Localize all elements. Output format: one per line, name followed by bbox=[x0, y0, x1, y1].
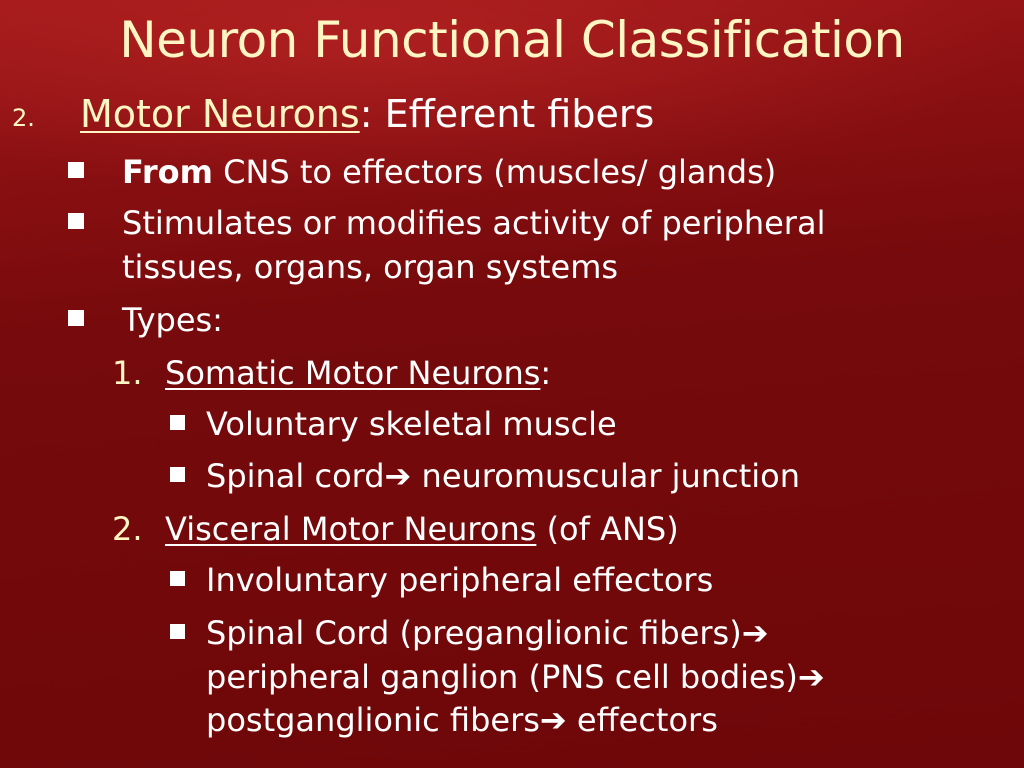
subbullet-text: neuromuscular junction bbox=[411, 457, 800, 495]
subbullet-spinal-cord-pathway: Spinal Cord (preganglionic fibers)➔ bbox=[206, 611, 769, 655]
arrow-right-icon: ➔ bbox=[797, 658, 825, 696]
square-bullet-icon bbox=[170, 415, 185, 430]
subbullet-text: Spinal cord bbox=[206, 457, 385, 495]
type-heading-visceral: Visceral Motor Neurons (of ANS) bbox=[165, 507, 679, 551]
section-number: 2. bbox=[12, 104, 35, 132]
subbullet-text: peripheral ganglion (PNS cell bodies) bbox=[206, 658, 798, 696]
section-heading: Motor Neurons bbox=[80, 92, 360, 136]
square-bullet-icon bbox=[170, 624, 185, 639]
type-heading-somatic: Somatic Motor Neurons: bbox=[165, 351, 551, 395]
section-heading-line: Motor Neurons: Efferent fibers bbox=[80, 92, 654, 136]
type-number: 2. bbox=[112, 510, 143, 548]
subbullet-spinal-cord: Spinal cord➔ neuromuscular junction bbox=[206, 454, 800, 498]
bullet-stimulates-line1: Stimulates or modifies activity of perip… bbox=[122, 204, 826, 242]
subbullet-text: effectors bbox=[566, 701, 718, 739]
subbullet-text: postganglionic fibers bbox=[206, 701, 540, 739]
arrow-right-icon: ➔ bbox=[384, 457, 412, 495]
square-bullet-icon bbox=[68, 310, 84, 326]
square-bullet-icon bbox=[170, 467, 185, 482]
subbullet-involuntary: Involuntary peripheral effectors bbox=[206, 561, 714, 599]
square-bullet-icon bbox=[68, 162, 84, 178]
subbullet-pathway-line2: peripheral ganglion (PNS cell bodies)➔ bbox=[206, 655, 825, 699]
type-number: 1. bbox=[112, 354, 143, 392]
subbullet-pathway-line3: postganglionic fibers➔ effectors bbox=[206, 698, 718, 742]
subbullet-voluntary: Voluntary skeletal muscle bbox=[206, 405, 617, 443]
arrow-right-icon: ➔ bbox=[539, 701, 567, 739]
type-name: Visceral Motor Neurons bbox=[165, 510, 537, 548]
type-suffix: : bbox=[540, 354, 552, 392]
square-bullet-icon bbox=[68, 213, 84, 229]
square-bullet-icon bbox=[170, 571, 185, 586]
subbullet-text: Spinal Cord (preganglionic fibers) bbox=[206, 614, 742, 652]
type-suffix: (of ANS) bbox=[536, 510, 679, 548]
bullet-bold-word: From bbox=[122, 153, 213, 191]
slide-title: Neuron Functional Classification bbox=[119, 11, 905, 69]
section-heading-rest: : Efferent fibers bbox=[359, 92, 655, 136]
bullet-stimulates-line2: tissues, organs, organ systems bbox=[122, 248, 619, 286]
bullet-from-cns: From CNS to effectors (muscles/ glands) bbox=[122, 150, 776, 194]
bullet-text: CNS to effectors (muscles/ glands) bbox=[212, 153, 777, 191]
type-name: Somatic Motor Neurons bbox=[165, 354, 541, 392]
bullet-types: Types: bbox=[122, 301, 223, 339]
arrow-right-icon: ➔ bbox=[741, 614, 769, 652]
